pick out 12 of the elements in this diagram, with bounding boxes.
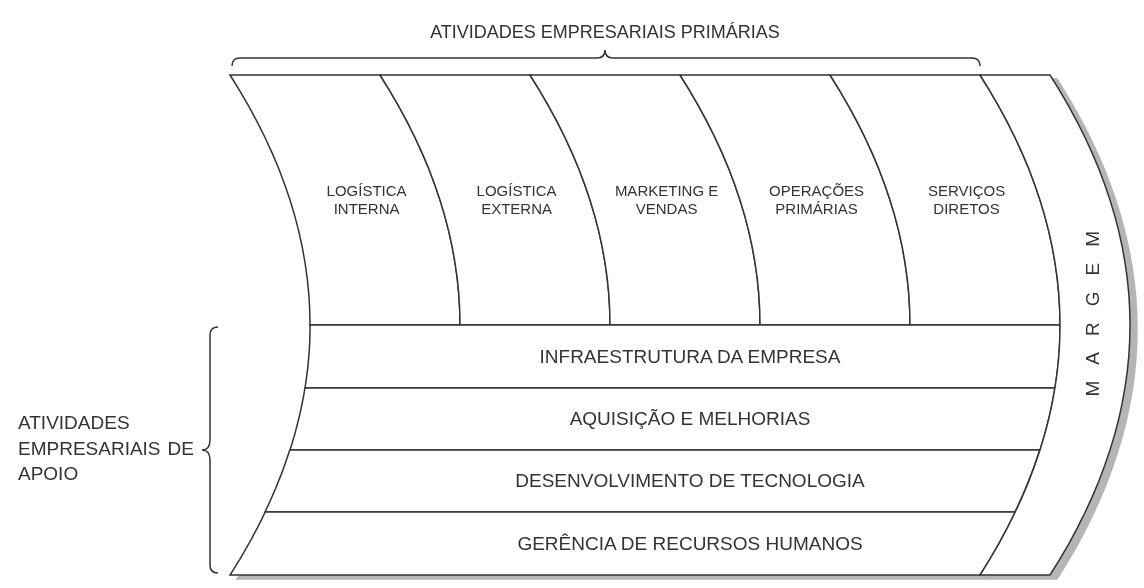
section-heading: ATIVIDADES EMPRESARIAIS DE APOIO [18, 411, 194, 487]
section-heading: ATIVIDADES EMPRESARIAIS PRIMÁRIAS [429, 22, 781, 43]
activity-label: MARKETING E VENDAS [613, 182, 720, 218]
activity-label: OPERAÇÕES PRIMÁRIAS [768, 182, 866, 218]
activity-label: GERÊNCIA DE RECURSOS HUMANOS [516, 532, 864, 556]
activity-label: LOGÍSTICA EXTERNA [475, 182, 558, 218]
activity-label: LOGÍSTICA INTERNA [325, 182, 408, 218]
activity-label: DESENVOLVIMENTO DE TECNOLOGIA [514, 470, 866, 493]
margin-label: MARGEM [1082, 215, 1104, 397]
activity-label: AQUISIÇÃO E MELHORIAS [568, 408, 812, 431]
activity-label: INFRAESTRUTURA DA EMPRESA [538, 345, 842, 369]
activity-label: SERVIÇOS DIRETOS [926, 182, 1007, 218]
